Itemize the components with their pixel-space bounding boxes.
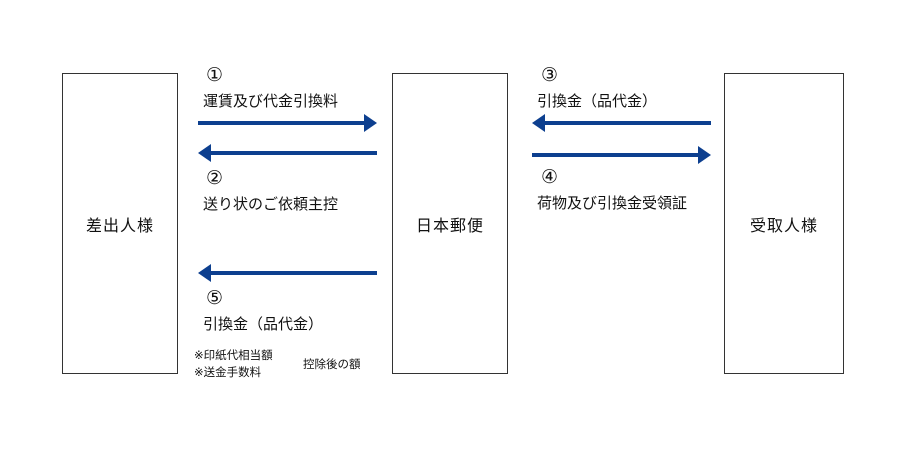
recipient-box: 受取人様: [724, 73, 844, 374]
arrow-step-1: [198, 114, 377, 132]
step-4-number: ④: [541, 166, 559, 188]
step-4-label: 荷物及び引換金受領証: [537, 194, 688, 212]
step-1-label: 運賃及び代金引換料: [203, 92, 339, 110]
note-transfer-fee: ※送金手数料: [194, 365, 262, 379]
arrow-step-2: [198, 144, 377, 162]
note-after-deduction: 控除後の額: [303, 357, 361, 371]
arrow-step-3: [532, 114, 711, 132]
japan-post-label: 日本郵便: [415, 215, 484, 235]
step-1-number: ①: [206, 64, 224, 86]
step-5-label: 引換金（品代金）: [203, 315, 324, 333]
arrow-step-4: [532, 146, 711, 164]
arrow-step-5: [198, 264, 377, 282]
step-3-number: ③: [541, 64, 559, 86]
japan-post-box: 日本郵便: [392, 73, 508, 374]
step-5-number: ⑤: [206, 287, 224, 309]
step-3-label: 引換金（品代金）: [537, 92, 658, 110]
sender-label: 差出人様: [85, 215, 154, 235]
step-2-number: ②: [206, 167, 224, 189]
recipient-label: 受取人様: [749, 215, 818, 235]
note-stamp-fee: ※印紙代相当額: [194, 348, 273, 362]
sender-box: 差出人様: [62, 73, 178, 374]
step-2-label: 送り状のご依頼主控: [203, 195, 339, 213]
